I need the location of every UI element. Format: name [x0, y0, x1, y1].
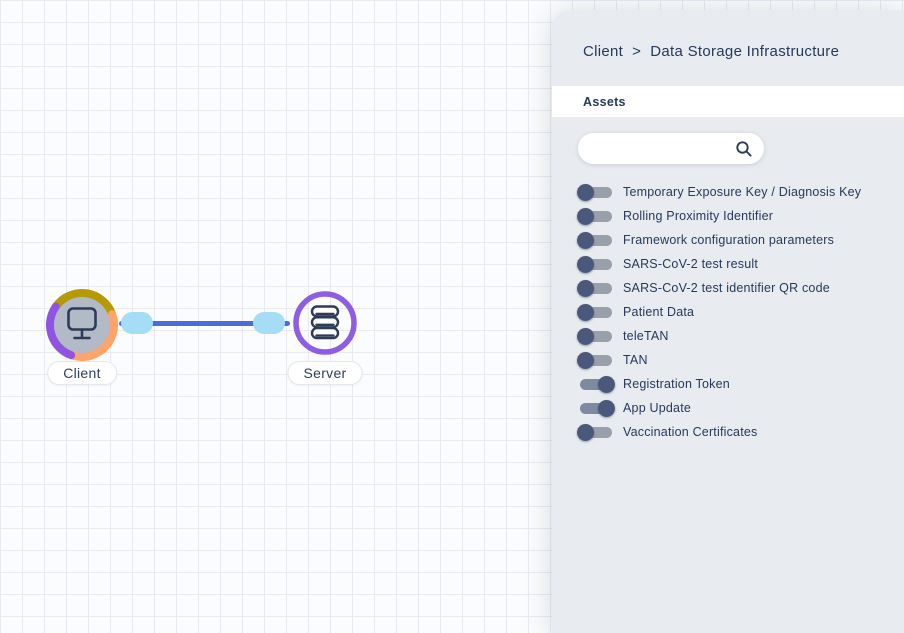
search-input[interactable] [592, 133, 736, 166]
client-ring-orange-arc [64, 310, 118, 361]
toggle-knob [577, 231, 594, 249]
asset-toggle[interactable] [577, 231, 615, 249]
assets-list: Temporary Exposure Key / Diagnosis Key R… [577, 180, 904, 444]
asset-row: Vaccination Certificates [577, 420, 904, 444]
asset-toggle[interactable] [577, 327, 615, 345]
asset-row: teleTAN [577, 324, 904, 348]
asset-row: Temporary Exposure Key / Diagnosis Key [577, 180, 904, 204]
asset-row: Registration Token [577, 372, 904, 396]
edge-handle-server[interactable] [253, 312, 285, 334]
asset-toggle[interactable] [577, 423, 615, 441]
asset-toggle[interactable] [577, 183, 615, 201]
toggle-track [580, 282, 612, 294]
tab-assets[interactable]: Assets [583, 94, 626, 109]
asset-toggle[interactable] [577, 279, 615, 297]
breadcrumb-item-current: Data Storage Infrastructure [650, 43, 840, 60]
search-box [578, 133, 764, 166]
toggle-knob [577, 327, 594, 345]
asset-row: Rolling Proximity Identifier [577, 204, 904, 228]
search-icon [736, 140, 752, 157]
toggle-track [580, 354, 612, 366]
asset-toggle[interactable] [577, 255, 615, 273]
toggle-track [580, 330, 612, 342]
toggle-knob [577, 183, 594, 201]
asset-row: Framework configuration parameters [577, 228, 904, 252]
asset-label: Patient Data [623, 305, 695, 319]
toggle-track [580, 258, 612, 270]
asset-row: Patient Data [577, 300, 904, 324]
toggle-knob [577, 255, 594, 273]
tab-strip: Assets [552, 86, 904, 117]
node-label-server[interactable]: Server [287, 361, 363, 385]
database-icon [310, 305, 340, 340]
asset-toggle[interactable] [577, 351, 615, 369]
asset-label: SARS-CoV-2 test identifier QR code [623, 281, 830, 295]
asset-toggle[interactable] [577, 303, 615, 321]
toggle-knob [577, 207, 594, 225]
asset-label: Rolling Proximity Identifier [623, 209, 774, 223]
asset-toggle[interactable] [577, 399, 615, 417]
asset-label: App Update [623, 401, 692, 415]
breadcrumb-item-client[interactable]: Client [583, 43, 624, 60]
toggle-knob [598, 375, 615, 393]
breadcrumb-separator: > [632, 43, 642, 60]
toggle-track [580, 186, 612, 198]
toggle-knob [598, 399, 615, 417]
node-server[interactable] [290, 288, 360, 358]
toggle-track [580, 210, 612, 222]
toggle-track [580, 306, 612, 318]
client-ring-purple-arc [46, 302, 76, 360]
node-label-client[interactable]: Client [47, 361, 117, 385]
asset-row: TAN [577, 348, 904, 372]
server-ring [293, 291, 357, 355]
toggle-knob [577, 423, 594, 441]
breadcrumb: Client > Data Storage Infrastructure [583, 43, 904, 60]
asset-toggle[interactable] [577, 207, 615, 225]
asset-label: Temporary Exposure Key / Diagnosis Key [623, 185, 862, 199]
asset-label: teleTAN [623, 329, 669, 343]
asset-label: TAN [623, 353, 648, 367]
asset-label: Framework configuration parameters [623, 233, 835, 247]
toggle-knob [577, 303, 594, 321]
asset-row: SARS-CoV-2 test result [577, 252, 904, 276]
asset-row: SARS-CoV-2 test identifier QR code [577, 276, 904, 300]
client-node-body [53, 296, 111, 354]
toggle-track [580, 426, 612, 438]
asset-label: SARS-CoV-2 test result [623, 257, 759, 271]
toggle-track [580, 378, 612, 390]
edge-handle-client[interactable] [121, 312, 153, 334]
toggle-knob [577, 351, 594, 369]
toggle-knob [577, 279, 594, 297]
toggle-track [580, 402, 612, 414]
edge-client-server[interactable] [119, 321, 290, 326]
toggle-track [580, 234, 612, 246]
properties-panel: Client > Data Storage Infrastructure Ass… [552, 10, 904, 633]
client-ring-gold-arc [51, 289, 117, 319]
asset-row: App Update [577, 396, 904, 420]
asset-toggle[interactable] [577, 375, 615, 393]
asset-label: Vaccination Certificates [623, 425, 758, 439]
node-client[interactable] [45, 288, 119, 362]
monitor-icon [67, 307, 97, 340]
asset-label: Registration Token [623, 377, 730, 391]
